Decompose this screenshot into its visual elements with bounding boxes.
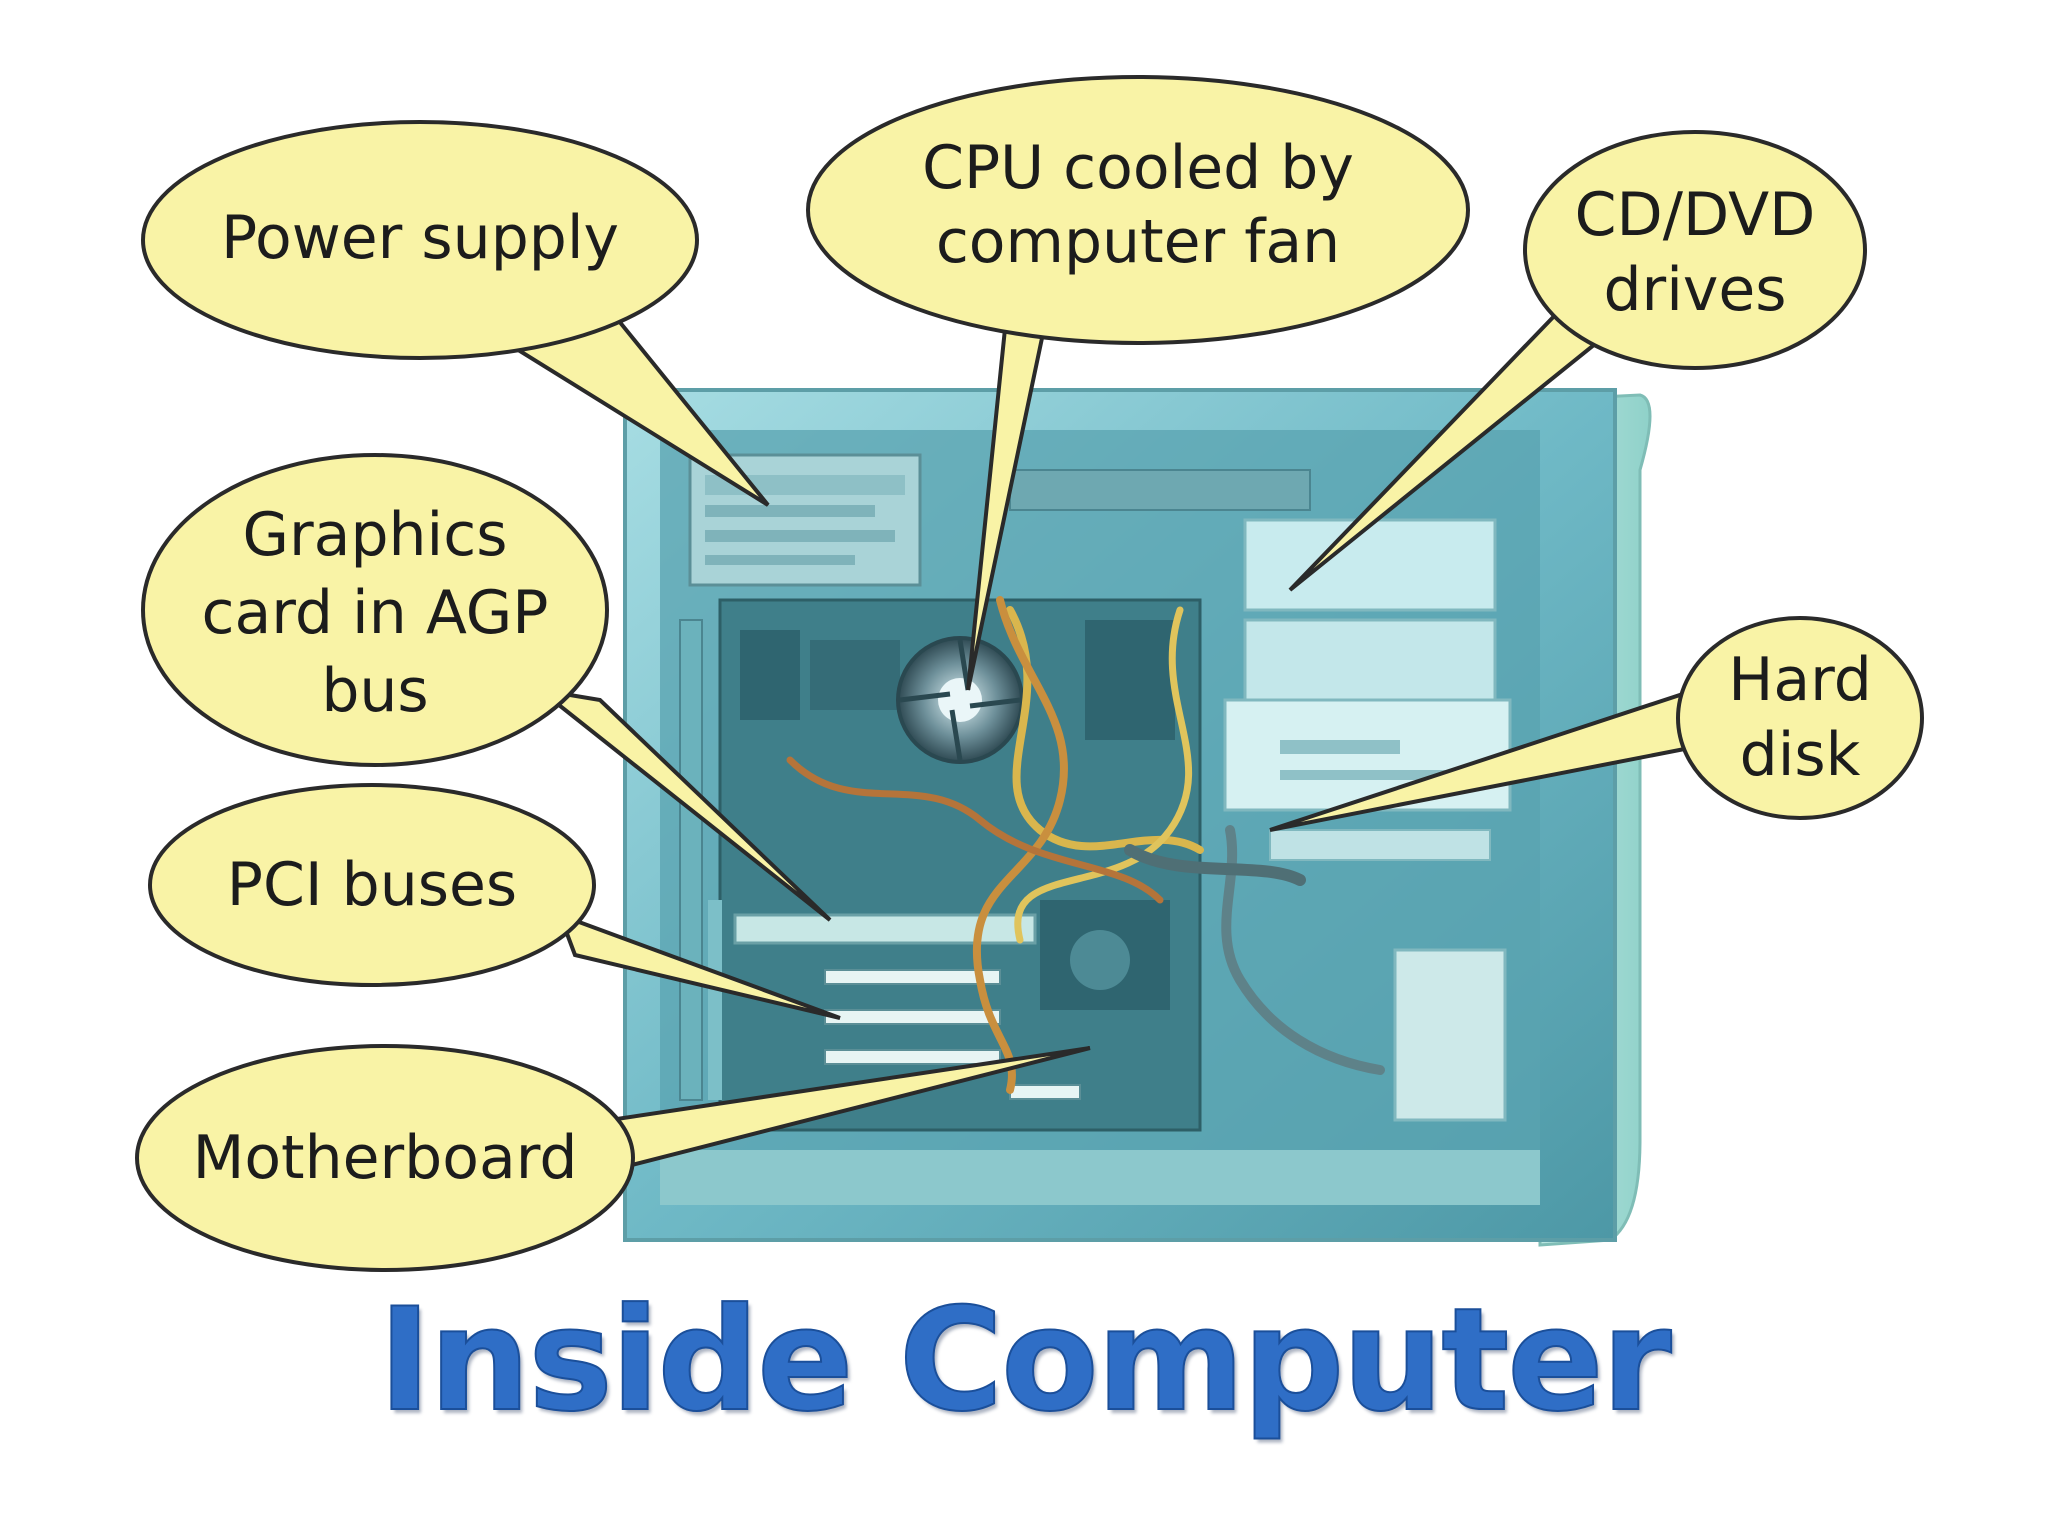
callout-bubble xyxy=(806,75,1470,345)
callout-power-supply: Power supply xyxy=(141,120,770,507)
callout-cpu: CPU cooled by computer fan xyxy=(806,75,1470,691)
callout-label-line: computer fan xyxy=(936,207,1340,277)
callout-label-line: Graphics xyxy=(243,500,508,570)
callout-pci: PCI buses xyxy=(148,783,841,1020)
callout-label-line: Power supply xyxy=(221,203,619,273)
callout-label-line: CPU cooled by xyxy=(922,133,1354,203)
callout-label-line: Motherboard xyxy=(193,1123,578,1193)
callout-graphics: Graphics card in AGP bus xyxy=(141,453,832,922)
callout-bubble xyxy=(1676,616,1924,820)
callout-bubble xyxy=(135,1044,635,1272)
callout-bubble xyxy=(148,783,596,987)
cpu-fan xyxy=(896,636,1024,764)
cd-dvd-drive-bay xyxy=(1243,518,1497,612)
case-floor xyxy=(660,1150,1540,1205)
callout-label-line: card in AGP xyxy=(202,578,549,648)
callout-label-line: drives xyxy=(1603,255,1786,325)
computer-case xyxy=(623,388,1652,1247)
callout-hard-disk: Hard disk xyxy=(1269,616,1924,832)
callout-label-line: PCI buses xyxy=(227,850,517,920)
callout-bubble xyxy=(141,453,609,767)
callout-label-line: bus xyxy=(321,656,428,726)
callout-cd-dvd: CD/DVD drives xyxy=(1288,130,1867,592)
callout-bubble xyxy=(141,120,699,360)
drive-bays xyxy=(1223,518,1512,861)
lower-bay xyxy=(1393,948,1507,1122)
top-rail xyxy=(1009,469,1311,511)
graphics-card xyxy=(733,913,1037,945)
callout-label-line: disk xyxy=(1740,720,1861,790)
callout-label-line: Hard xyxy=(1728,645,1872,715)
page-title: Inside Computer xyxy=(377,1278,1672,1443)
internal-cables xyxy=(786,596,1385,1094)
callout-bubble xyxy=(1523,130,1867,370)
callout-motherboard: Motherboard xyxy=(135,1044,1091,1272)
hard-disk-bay xyxy=(1223,698,1512,812)
pci-slots xyxy=(824,969,1081,1100)
callout-label-line: CD/DVD xyxy=(1575,180,1816,250)
